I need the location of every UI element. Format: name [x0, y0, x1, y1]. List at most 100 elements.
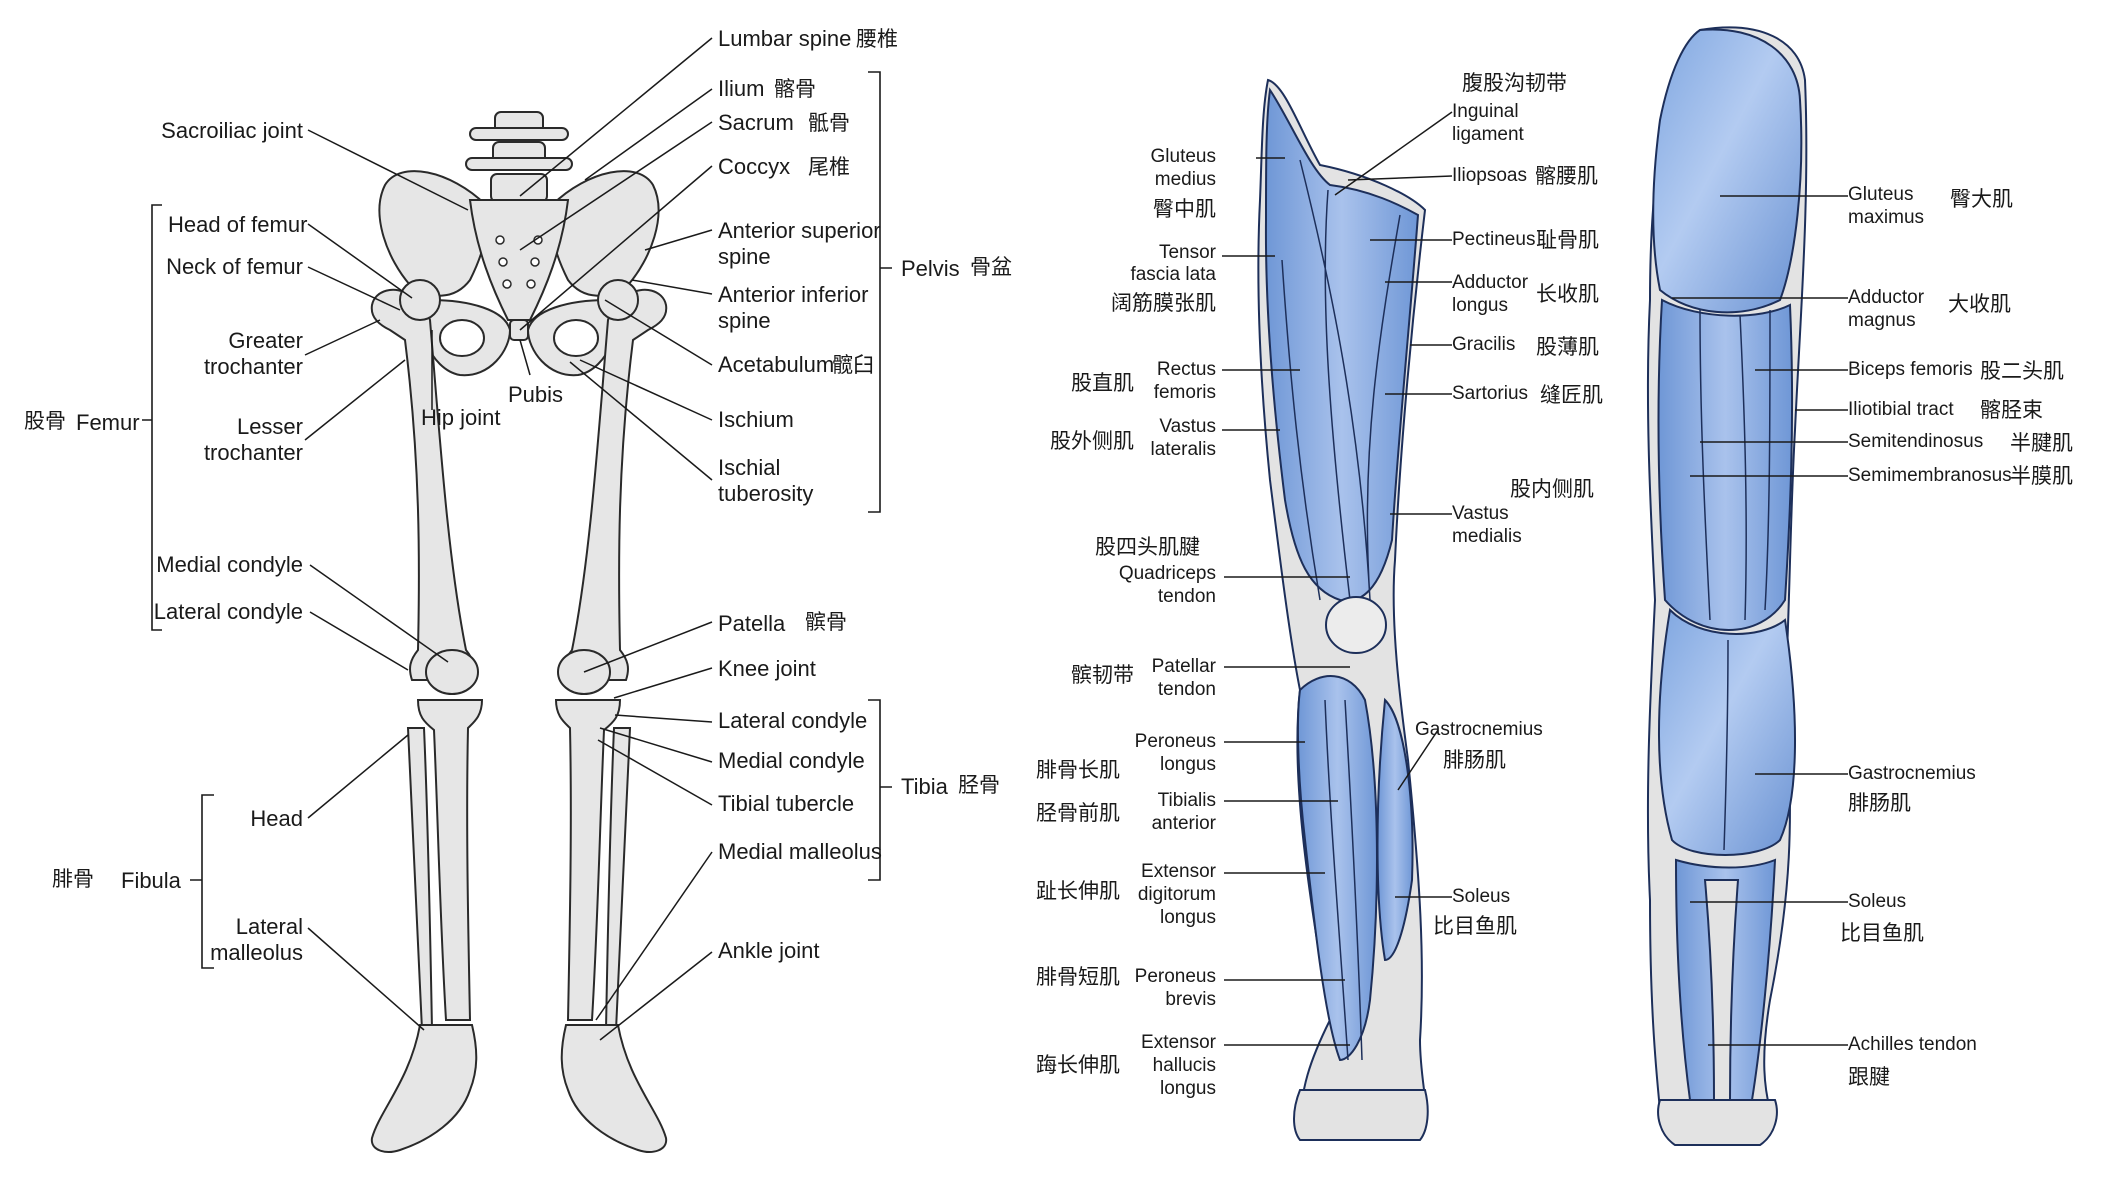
label-edl-1: Extensor [1141, 861, 1216, 882]
label-aiis-1: Anterior inferior [718, 282, 869, 307]
label-gluteus-medius-2: medius [1154, 169, 1216, 190]
label-pectineus-zh: 耻骨肌 [1536, 228, 1599, 252]
label-tibia: Tibia [901, 774, 948, 799]
label-gastrocnemius-anterior-zh: 腓肠肌 [1443, 748, 1506, 772]
label-soleus-posterior: Soleus [1848, 891, 1907, 912]
label-ehl-1: Extensor [1141, 1032, 1216, 1053]
label-femur-zh: 股骨 [24, 409, 66, 433]
lumbar-vertebrae [465, 111, 573, 203]
posterior-leg-drawing [1646, 26, 1808, 1146]
label-sartorius-zh: 缝匠肌 [1540, 383, 1603, 407]
label-lesser-trochanter-1: Lesser [236, 414, 303, 439]
label-aiis-2: spine [718, 308, 771, 333]
label-patellar-ligament-zh: 髌韧带 [1071, 663, 1134, 687]
label-medial-condyle-right: Medial condyle [718, 748, 865, 773]
label-coccyx-zh: 尾椎 [808, 155, 850, 179]
anterior-lower-leg-muscles [1296, 675, 1378, 1062]
label-ilium: Ilium [718, 76, 765, 101]
label-semimembranosus: Semimembranosus [1848, 465, 2012, 486]
right-ilium [550, 170, 660, 297]
label-ilium-zh: 髂骨 [774, 77, 816, 101]
label-peroneus-brevis-1: Peroneus [1134, 966, 1216, 987]
label-pelvis: Pelvis [901, 256, 960, 281]
label-semitendinosus: Semitendinosus [1848, 431, 1984, 452]
label-head-of-femur: Head of femur [168, 212, 308, 237]
label-vastus-medialis-2: medialis [1452, 526, 1522, 547]
label-edl-zh: 趾长伸肌 [1036, 879, 1120, 903]
label-ischial-tuberosity-1: Ischial [718, 455, 781, 480]
label-acetabulum-zh: 髋臼 [832, 353, 874, 377]
posterior-heel [1657, 1099, 1778, 1146]
label-edl-3: longus [1160, 907, 1216, 928]
label-tfl-1: Tensor [1158, 242, 1216, 263]
label-adductor-longus-zh: 长收肌 [1536, 282, 1599, 306]
label-ehl-3: longus [1160, 1078, 1216, 1099]
label-ischial-tuberosity-2: tuberosity [718, 481, 814, 506]
label-sartorius: Sartorius [1452, 383, 1529, 404]
label-adductor-magnus-1: Adductor [1848, 287, 1925, 308]
label-tfl-2: fascia lata [1130, 264, 1216, 285]
label-knee-joint: Knee joint [718, 656, 816, 681]
label-biceps-femoris-zh: 股二头肌 [1980, 359, 2064, 383]
label-tfl-zh: 阔筋膜张肌 [1111, 291, 1216, 315]
sacrum-shape [468, 199, 570, 321]
label-quad-tendon-1: Quadriceps [1118, 563, 1216, 584]
anterior-thigh-muscles [1264, 87, 1420, 602]
anterior-patella [1325, 596, 1387, 654]
left-femur [370, 288, 475, 681]
label-gluteus-maximus-1: Gluteus [1848, 184, 1914, 205]
label-greater-trochanter-1: Greater [228, 328, 303, 353]
label-lesser-trochanter-2: trochanter [203, 440, 303, 465]
left-fibula [406, 727, 434, 1031]
label-gastrocnemius-anterior: Gastrocnemius [1415, 719, 1543, 740]
label-gastrocnemius-posterior: Gastrocnemius [1848, 763, 1976, 784]
label-biceps-femoris: Biceps femoris [1848, 359, 1973, 380]
label-peroneus-longus-2: longus [1160, 754, 1216, 775]
label-asis-2: spine [718, 244, 771, 269]
label-vastus-lateralis-1: Vastus [1159, 416, 1216, 437]
skeleton-drawing [370, 111, 668, 1153]
label-gluteus-medius-zh: 臀中肌 [1153, 197, 1216, 221]
label-iliopsoas-zh: 髂腰肌 [1535, 164, 1598, 188]
label-patella-zh: 髌骨 [805, 610, 847, 634]
label-medial-malleolus: Medial malleolus [718, 839, 882, 864]
label-tibialis-anterior-zh: 胫骨前肌 [1036, 801, 1120, 825]
label-rectus-femoris-1: Rectus [1156, 359, 1216, 380]
label-sacrum: Sacrum [718, 110, 794, 135]
label-tibialis-anterior-1: Tibialis [1157, 790, 1216, 811]
label-lumbar-spine: Lumbar spine [718, 26, 852, 51]
label-gracilis-zh: 股薄肌 [1536, 335, 1599, 359]
label-gluteus-medius-1: Gluteus [1150, 146, 1216, 167]
label-gracilis: Gracilis [1452, 334, 1516, 355]
label-inguinal-1: Inguinal [1452, 101, 1519, 122]
label-pectineus: Pectineus [1452, 229, 1536, 250]
label-soleus-anterior: Soleus [1452, 886, 1511, 907]
label-lateral-condyle-left: Lateral condyle [153, 599, 303, 624]
hamstrings-shape [1657, 298, 1794, 631]
label-semimembranosus-zh: 半膜肌 [2010, 464, 2073, 488]
label-peroneus-brevis-2: brevis [1165, 989, 1216, 1010]
label-medial-condyle-left: Medial condyle [156, 552, 303, 577]
label-pubis: Pubis [508, 382, 564, 407]
label-vastus-lateralis-zh: 股外侧肌 [1050, 429, 1134, 453]
label-hip-joint: Hip joint [421, 405, 501, 430]
label-iliotibial-tract-zh: 髂胫束 [1980, 398, 2043, 422]
label-lateral-malleolus-2: malleolus [210, 940, 303, 965]
label-fibula: Fibula [121, 868, 181, 893]
label-achilles: Achilles tendon [1848, 1034, 1977, 1055]
label-adductor-longus-1: Adductor [1452, 272, 1529, 293]
left-ilium [378, 170, 488, 297]
label-fibula-head: Head [250, 806, 303, 831]
label-adductor-magnus-zh: 大收肌 [1948, 292, 2011, 316]
right-fibula [604, 727, 632, 1031]
label-asis-1: Anterior superior [718, 218, 881, 243]
label-rectus-femoris-2: femoris [1153, 382, 1216, 403]
label-gastrocnemius-posterior-zh: 腓肠肌 [1848, 791, 1911, 815]
label-gluteus-maximus-zh: 臀大肌 [1950, 187, 2013, 211]
right-foot [560, 1024, 668, 1153]
gluteus-maximus-shape [1652, 28, 1803, 314]
label-quad-tendon-zh: 股四头肌腱 [1095, 535, 1200, 559]
label-lateral-condyle-right: Lateral condyle [718, 708, 868, 733]
label-soleus-posterior-zh: 比目鱼肌 [1840, 921, 1924, 945]
label-vastus-medialis-1: Vastus [1452, 503, 1509, 524]
